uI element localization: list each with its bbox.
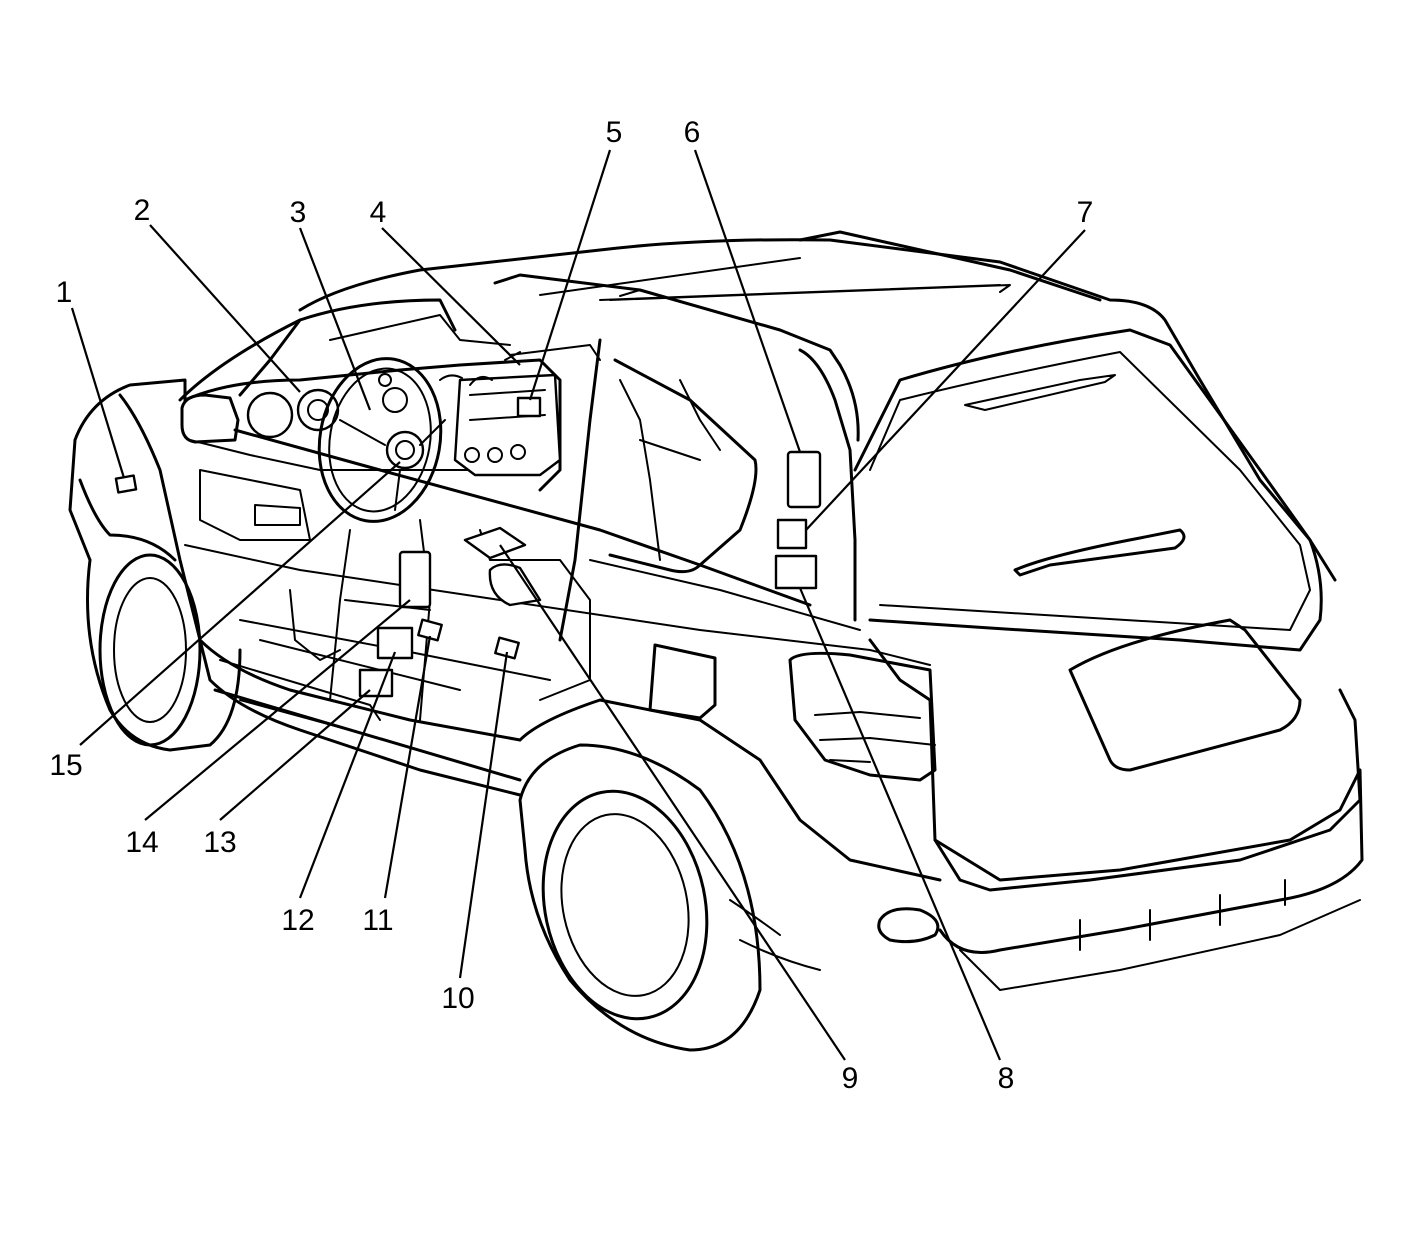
callout-4: 4 bbox=[370, 196, 387, 229]
leader-8 bbox=[798, 587, 1002, 1061]
callout-2: 2 bbox=[134, 194, 151, 227]
side-mirror bbox=[180, 393, 240, 444]
roof-rail-left bbox=[493, 273, 842, 367]
leader-1 bbox=[70, 307, 126, 479]
hatch-spoiler bbox=[964, 374, 1116, 411]
component-6-pillar-module bbox=[786, 450, 822, 509]
leader-3 bbox=[298, 227, 372, 411]
leader-15 bbox=[79, 461, 401, 746]
fuel-door bbox=[648, 643, 717, 720]
leader-5 bbox=[528, 149, 612, 401]
windshield-frame bbox=[178, 298, 457, 402]
component-11-sensor bbox=[417, 618, 443, 642]
vehicle-outline bbox=[68, 230, 1364, 1052]
component-10-sensor bbox=[494, 636, 520, 660]
leader-13 bbox=[219, 689, 371, 821]
tail-lamp-detail bbox=[814, 711, 936, 763]
rear-door-window bbox=[608, 358, 758, 574]
floor-pan bbox=[239, 619, 551, 691]
component-14-module bbox=[398, 550, 432, 609]
component-7-module bbox=[776, 518, 808, 550]
callout-8: 8 bbox=[998, 1062, 1015, 1095]
side-curtain-rail bbox=[233, 428, 812, 607]
callout-11: 11 bbox=[362, 904, 393, 937]
dash-panel bbox=[199, 469, 311, 541]
tail-lamp bbox=[788, 651, 937, 782]
leader-lines bbox=[70, 149, 1086, 1061]
callout-3: 3 bbox=[290, 196, 307, 229]
front-seat bbox=[289, 529, 591, 701]
callout-9: 9 bbox=[842, 1062, 859, 1095]
dashboard bbox=[183, 358, 562, 492]
leader-14 bbox=[144, 599, 411, 821]
rear-window-inner bbox=[869, 351, 1311, 631]
callout-12: 12 bbox=[281, 904, 314, 937]
leader-12 bbox=[298, 651, 397, 899]
leader-4 bbox=[381, 227, 521, 366]
callout-10: 10 bbox=[441, 982, 474, 1015]
instrument-cluster bbox=[246, 388, 340, 439]
steering-wheel bbox=[317, 357, 446, 523]
callout-5: 5 bbox=[606, 116, 623, 149]
component-5-dash-module bbox=[516, 396, 542, 418]
center-stack bbox=[453, 373, 562, 477]
rear-wiper bbox=[1013, 528, 1186, 577]
sunroof-line bbox=[609, 284, 1011, 301]
leader-6 bbox=[693, 149, 802, 453]
rear-quarter-trim bbox=[729, 899, 821, 971]
component-8-module bbox=[774, 554, 818, 590]
c-pillar bbox=[798, 348, 857, 622]
rear-quarter bbox=[518, 698, 942, 882]
roof-rail-right bbox=[798, 230, 1102, 302]
d-pillar bbox=[838, 363, 860, 442]
component-9-module bbox=[463, 526, 527, 560]
fog-lamp bbox=[877, 907, 940, 944]
windshield-inner bbox=[329, 314, 511, 346]
callout-1: 1 bbox=[56, 276, 73, 309]
leader-7 bbox=[805, 229, 1086, 531]
rear-wheel bbox=[518, 743, 762, 1052]
rocker-inner bbox=[219, 659, 381, 731]
leader-9 bbox=[499, 544, 846, 1061]
roof-outline bbox=[298, 238, 1337, 582]
callout-14: 14 bbox=[125, 826, 158, 859]
bumper-ribs bbox=[1079, 879, 1286, 951]
callout-numbers: 1 2 3 4 5 6 7 8 9 10 11 12 13 14 15 bbox=[49, 116, 1093, 1095]
rear-seat bbox=[619, 379, 721, 561]
hood bbox=[68, 378, 187, 562]
front-wheel bbox=[78, 478, 242, 752]
belt-line bbox=[184, 544, 931, 666]
b-pillar bbox=[558, 338, 602, 642]
rear-hatch bbox=[853, 328, 1323, 652]
license-plate-recess bbox=[1068, 618, 1302, 772]
lower-trim bbox=[959, 899, 1361, 991]
callout-13: 13 bbox=[203, 826, 236, 859]
rocker-panel bbox=[198, 638, 522, 797]
callout-7: 7 bbox=[1077, 196, 1094, 229]
leader-11 bbox=[383, 635, 432, 899]
component-9-housing bbox=[488, 563, 542, 607]
callout-6: 6 bbox=[684, 116, 701, 149]
leader-10 bbox=[458, 651, 509, 979]
rear-bumper bbox=[933, 768, 1364, 954]
dash-vents bbox=[439, 344, 601, 386]
leader-2 bbox=[149, 224, 301, 393]
component-1-front-sensor bbox=[114, 474, 138, 494]
callout-15: 15 bbox=[49, 749, 82, 782]
